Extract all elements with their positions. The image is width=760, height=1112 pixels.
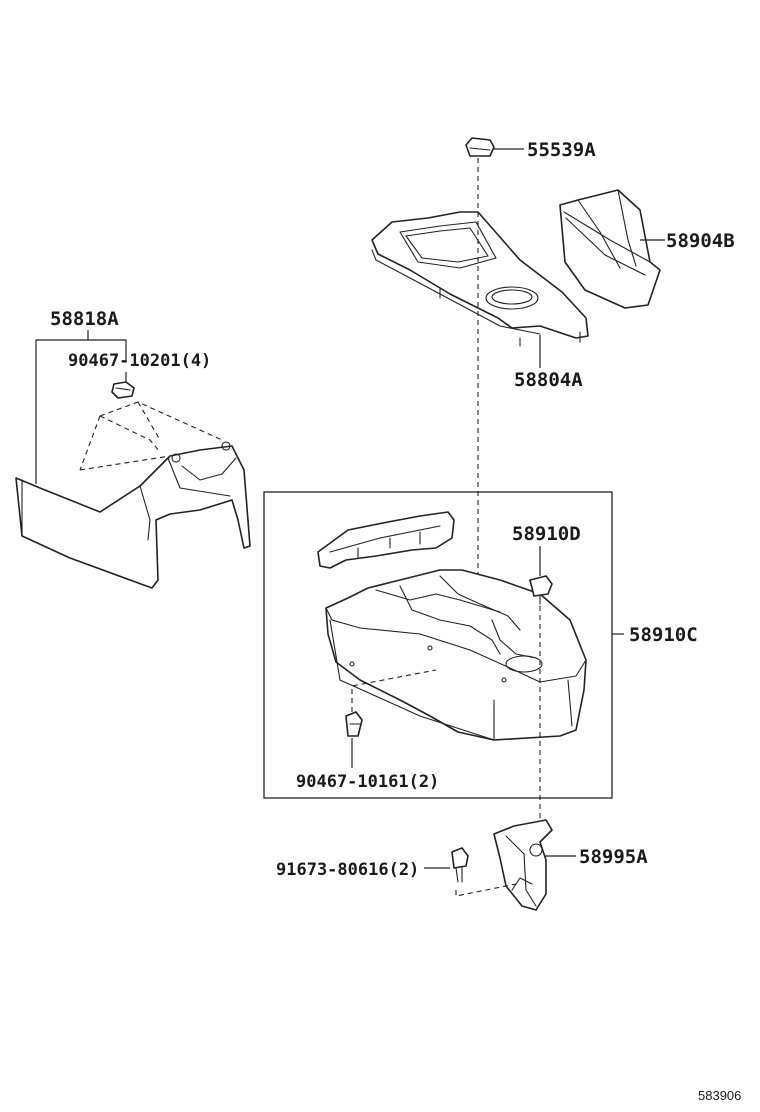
part-label-90467-10161[interactable]: 90467-10161(2) xyxy=(296,772,439,792)
bracket-58995a[interactable] xyxy=(493,819,553,911)
dashed-guide-58818a xyxy=(79,401,223,471)
bolt-91673-80616[interactable] xyxy=(451,847,469,883)
box-58904b[interactable] xyxy=(559,189,661,309)
part-label-58995a[interactable]: 58995A xyxy=(579,846,648,868)
clip-90467-10201[interactable] xyxy=(111,381,135,399)
part-label-58804a[interactable]: 58804A xyxy=(514,369,583,391)
dashed-guide-90467-10161 xyxy=(351,669,437,712)
dashed-guide-58995a xyxy=(455,883,517,897)
console-body-58910c[interactable] xyxy=(325,569,587,741)
part-label-58904b[interactable]: 58904B xyxy=(666,230,735,252)
part-label-58910d[interactable]: 58910D xyxy=(512,523,581,545)
clip-55539a[interactable] xyxy=(465,137,495,157)
clip-90467-10161[interactable] xyxy=(345,711,363,737)
catalog-code: 583906 xyxy=(698,1088,741,1103)
part-label-91673-80616[interactable]: 91673-80616(2) xyxy=(276,860,419,880)
bracket-58818a[interactable] xyxy=(15,441,251,589)
part-label-90467-10201[interactable]: 90467-10201(4) xyxy=(68,351,211,371)
leader-58818a xyxy=(35,339,127,484)
panel-58804a[interactable] xyxy=(371,211,589,347)
trim-strip[interactable] xyxy=(317,511,455,569)
assembly-box-58910c xyxy=(263,491,613,799)
part-label-58818a[interactable]: 58818A xyxy=(50,308,119,330)
clip-58910d[interactable] xyxy=(529,575,553,605)
part-label-58910c[interactable]: 58910C xyxy=(629,624,698,646)
part-label-55539a[interactable]: 55539A xyxy=(527,139,596,161)
